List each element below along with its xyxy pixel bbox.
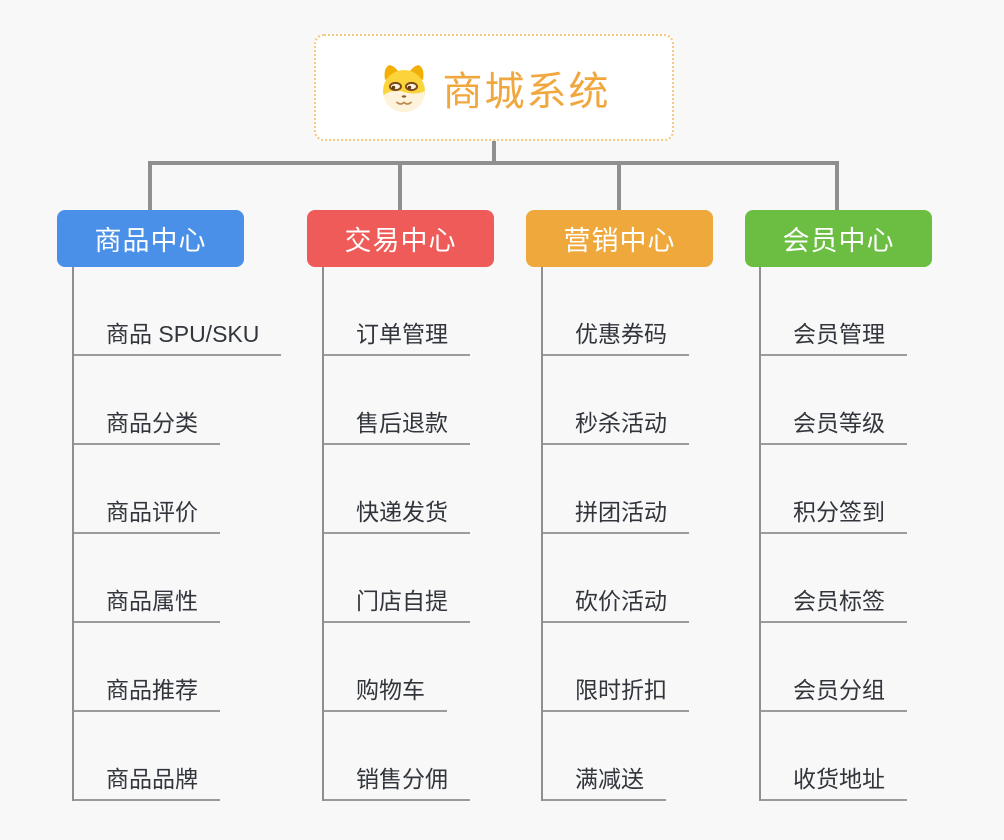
- connector-child-line: [72, 267, 74, 801]
- child-node[interactable]: 优惠券码: [541, 315, 689, 356]
- child-node[interactable]: 会员管理: [759, 315, 907, 356]
- connector-drop-line: [617, 161, 621, 210]
- connector-drop-line: [148, 161, 152, 210]
- child-node[interactable]: 商品 SPU/SKU: [72, 315, 282, 356]
- branch-node-trade-center[interactable]: 交易中心: [307, 210, 494, 267]
- child-node[interactable]: 收货地址: [759, 760, 907, 801]
- child-node[interactable]: 门店自提: [322, 582, 470, 623]
- child-node[interactable]: 会员分组: [759, 671, 907, 712]
- dog-face-icon: [378, 63, 430, 113]
- branch-children-product: 商品 SPU/SKU 商品分类 商品评价 商品属性 商品推荐 商品品牌: [72, 267, 282, 801]
- child-node[interactable]: 商品评价: [72, 493, 220, 534]
- branch-node-member-center[interactable]: 会员中心: [745, 210, 932, 267]
- connector-child-line: [759, 267, 761, 801]
- child-node[interactable]: 砍价活动: [541, 582, 689, 623]
- child-node[interactable]: 购物车: [322, 671, 447, 712]
- child-node[interactable]: 售后退款: [322, 404, 470, 445]
- child-node[interactable]: 商品推荐: [72, 671, 220, 712]
- root-title: 商城系统: [442, 69, 611, 114]
- child-node[interactable]: 满减送: [541, 760, 666, 801]
- child-node[interactable]: 商品品牌: [72, 760, 220, 801]
- child-node[interactable]: 会员标签: [759, 582, 907, 623]
- branch-children-trade: 订单管理 售后退款 快递发货 门店自提 购物车 销售分佣: [322, 267, 470, 801]
- branch-node-marketing-center[interactable]: 营销中心: [526, 210, 713, 267]
- child-node[interactable]: 商品分类: [72, 404, 220, 445]
- child-node[interactable]: 秒杀活动: [541, 404, 689, 445]
- child-node[interactable]: 快递发货: [322, 493, 470, 534]
- connector-bus-line: [148, 161, 839, 165]
- child-node[interactable]: 积分签到: [759, 493, 907, 534]
- connector-root-stub: [492, 141, 496, 163]
- connector-drop-line: [398, 161, 402, 210]
- child-node[interactable]: 订单管理: [322, 315, 470, 356]
- root-node[interactable]: 商城系统: [314, 34, 674, 141]
- child-node[interactable]: 会员等级: [759, 404, 907, 445]
- child-node[interactable]: 销售分佣: [322, 760, 470, 801]
- connector-drop-line: [835, 161, 839, 210]
- branch-children-member: 会员管理 会员等级 积分签到 会员标签 会员分组 收货地址: [759, 267, 907, 801]
- child-node[interactable]: 拼团活动: [541, 493, 689, 534]
- child-node[interactable]: 限时折扣: [541, 671, 689, 712]
- child-node[interactable]: 商品属性: [72, 582, 220, 623]
- branch-children-marketing: 优惠券码 秒杀活动 拼团活动 砍价活动 限时折扣 满减送: [541, 267, 689, 801]
- branch-node-product-center[interactable]: 商品中心: [57, 210, 244, 267]
- connector-child-line: [322, 267, 324, 801]
- connector-child-line: [541, 267, 543, 801]
